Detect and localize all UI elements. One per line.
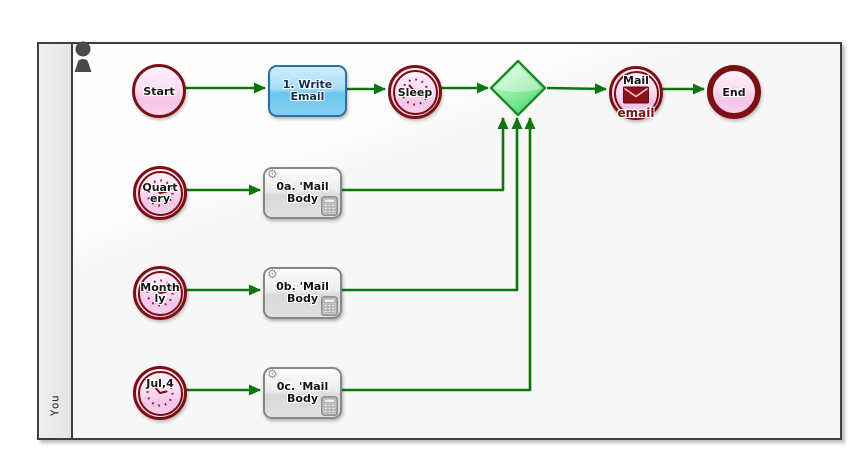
calculator-icon — [321, 396, 338, 416]
person-icon — [74, 41, 92, 72]
event-label: End — [722, 85, 746, 99]
end-event[interactable]: End — [707, 65, 761, 119]
gear-icon: ⚙ — [267, 167, 278, 181]
task-label-line: Body — [287, 292, 318, 305]
event-label: Sleep — [397, 85, 433, 99]
calculator-icon — [321, 196, 338, 216]
task-mail-body-0a[interactable]: ⚙ 0a. 'Mail Body — [263, 167, 342, 219]
clock-icon — [401, 78, 429, 106]
gear-icon: ⚙ — [267, 367, 278, 381]
lane-header[interactable]: You — [39, 44, 73, 438]
task-mail-body-0b[interactable]: ⚙ 0b. 'Mail Body — [263, 267, 342, 319]
flow-gateway-to-mail[interactable] — [546, 83, 607, 95]
envelope-icon — [623, 86, 649, 104]
start-event[interactable]: Start — [132, 64, 186, 118]
merge-gateway[interactable] — [488, 58, 548, 118]
timer-event-sleep[interactable]: Sleep — [388, 65, 442, 119]
event-label: Month — [140, 281, 180, 294]
timer-event-quarterly[interactable]: Quart ery — [133, 166, 187, 220]
lane-background — [73, 44, 840, 438]
timer-event-monthly[interactable]: Month ly — [133, 266, 187, 320]
task-label-line: 0c. 'Mail — [276, 380, 329, 393]
event-label: ly — [154, 292, 166, 305]
event-sub-label: email — [617, 106, 655, 120]
gear-icon: ⚙ — [267, 267, 278, 281]
event-label: ery — [149, 192, 171, 205]
event-label: Start — [143, 84, 175, 98]
event-label: Quart — [142, 181, 178, 194]
flow-0a-to-gateway[interactable] — [341, 117, 509, 192]
message-event-mail[interactable]: Mail email — [609, 66, 663, 120]
flow-0b-to-gateway[interactable] — [341, 117, 523, 292]
task-label-line: 0b. 'Mail — [276, 280, 329, 293]
timer-event-jul4[interactable]: Jul,4 — [133, 366, 187, 420]
flow-0c-to-gateway[interactable] — [341, 117, 536, 392]
task-write-email[interactable]: 1. Write Email — [268, 65, 347, 117]
clock-icon — [146, 379, 174, 407]
calculator-icon — [321, 296, 338, 316]
task-label-line: 1. Write — [282, 78, 333, 91]
event-label: Mail — [623, 74, 649, 87]
task-label-line: 0a. 'Mail — [276, 180, 329, 193]
clock-icon — [146, 279, 174, 307]
event-label: Jul,4 — [146, 377, 174, 390]
task-label-line: Body — [287, 392, 318, 405]
task-mail-body-0c[interactable]: ⚙ 0c. 'Mail Body — [263, 367, 342, 419]
task-label-line: Body — [287, 192, 318, 205]
task-label-line: Email — [290, 90, 325, 103]
clock-icon — [146, 179, 174, 207]
